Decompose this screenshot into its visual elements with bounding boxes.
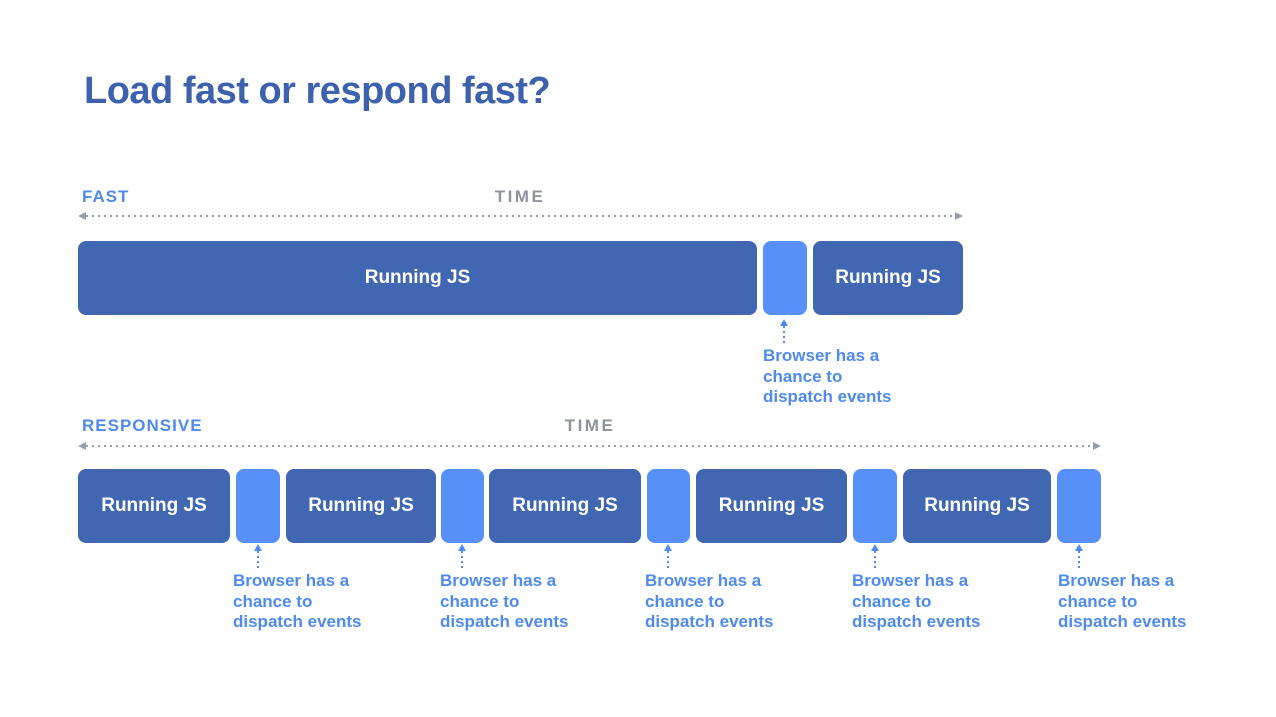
running-js-bar: Running JS (78, 469, 230, 543)
running-js-bar: Running JS (813, 241, 963, 315)
running-js-label: Running JS (101, 495, 207, 516)
annotation-line: chance to (763, 366, 843, 386)
annotation-line: chance to (645, 591, 725, 611)
running-js-bar: Running JS (903, 469, 1051, 543)
annotation-line: Browser has a (645, 571, 762, 590)
annotation: Browser has a chance to dispatch events (852, 571, 1022, 633)
axis-right-arrow-icon (1093, 442, 1101, 450)
annotation-line: dispatch events (1058, 612, 1187, 631)
running-js-bar: Running JS (286, 469, 436, 543)
annotation-line: Browser has a (852, 571, 969, 590)
annotation-arrow (254, 544, 262, 568)
annotation-line: chance to (852, 591, 932, 611)
running-js-bar: Running JS (696, 469, 847, 543)
arrow-up-icon (458, 544, 466, 551)
axis-left-arrow-icon (78, 212, 86, 220)
annotation-line: chance to (233, 591, 313, 611)
arrow-up-icon (1075, 544, 1083, 551)
running-js-bar: Running JS (489, 469, 641, 543)
annotation-line: Browser has a (440, 571, 557, 590)
browser-gap-block (647, 469, 690, 543)
arrow-up-icon (871, 544, 879, 551)
running-js-label: Running JS (364, 267, 471, 288)
annotation-line: chance to (440, 591, 520, 611)
running-js-bar: Running JS (78, 241, 757, 315)
browser-gap-block (853, 469, 897, 543)
annotation-arrow (458, 544, 466, 568)
axis-right-arrow-icon (955, 212, 963, 220)
annotation: Browser has a chance to dispatch events (763, 346, 933, 408)
browser-gap-block (1057, 469, 1101, 543)
fast-timeline-label: FAST (82, 187, 130, 206)
slide-title: Load fast or respond fast? (84, 70, 551, 112)
fast-time-axis (78, 212, 963, 220)
annotation: Browser has a chance to dispatch events (645, 571, 815, 633)
running-js-label: Running JS (924, 495, 1030, 516)
fast-time-label: TIME (494, 187, 546, 206)
running-js-label: Running JS (308, 495, 414, 516)
arrow-up-icon (780, 319, 788, 326)
annotation-line: Browser has a (1058, 571, 1175, 590)
annotation-line: Browser has a (233, 571, 350, 590)
annotation-arrow (871, 544, 879, 568)
browser-gap-block (763, 241, 807, 315)
responsive-timeline-label: RESPONSIVE (82, 416, 203, 435)
annotation-line: Browser has a (763, 346, 880, 365)
annotation-line: dispatch events (645, 612, 774, 631)
annotation-arrow (1075, 544, 1083, 568)
arrow-up-icon (254, 544, 262, 551)
running-js-label: Running JS (835, 267, 941, 288)
annotation-line: dispatch events (763, 387, 892, 406)
axis-left-arrow-icon (78, 442, 86, 450)
responsive-time-label: TIME (564, 416, 616, 435)
annotation: Browser has a chance to dispatch events (1058, 571, 1228, 633)
annotation-line: dispatch events (440, 612, 569, 631)
annotation: Browser has a chance to dispatch events (440, 571, 610, 633)
browser-gap-block (236, 469, 280, 543)
running-js-label: Running JS (512, 495, 618, 516)
annotation: Browser has a chance to dispatch events (233, 571, 403, 633)
annotation-arrow (780, 319, 788, 343)
browser-gap-block (441, 469, 484, 543)
arrow-up-icon (664, 544, 672, 551)
running-js-label: Running JS (718, 495, 825, 516)
responsive-time-axis (78, 442, 1101, 450)
annotation-line: chance to (1058, 591, 1138, 611)
annotation-line: dispatch events (233, 612, 362, 631)
annotation-arrow (664, 544, 672, 568)
annotation-line: dispatch events (852, 612, 981, 631)
